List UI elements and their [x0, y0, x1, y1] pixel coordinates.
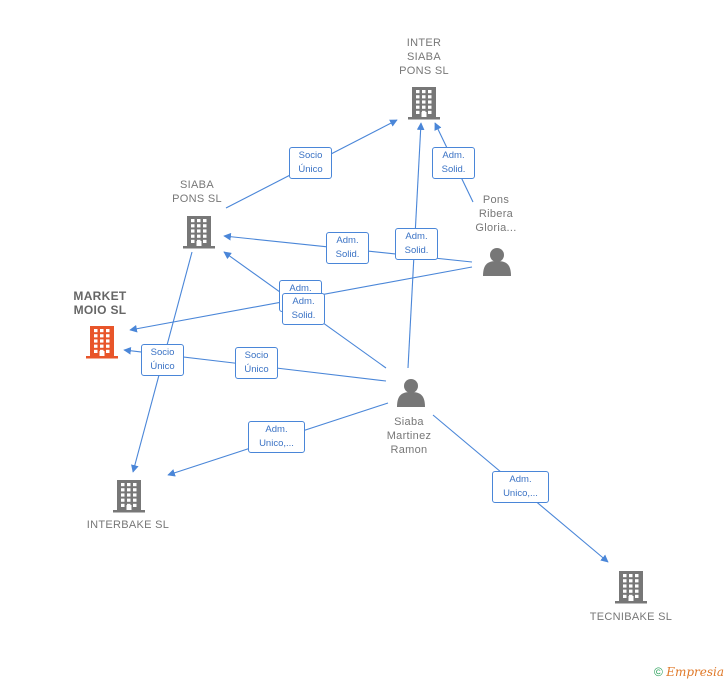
edge-label-adm-solid[interactable]: Adm. Solid. [326, 232, 369, 264]
building-icon [86, 326, 118, 359]
edge-label-socio-unico[interactable]: Socio Único [235, 347, 278, 379]
edge-label-socio-unico[interactable]: Socio Único [289, 147, 332, 179]
node-label-market-moio: MARKET MOIO SL [73, 289, 127, 317]
building-icon [183, 216, 215, 249]
node-label-tecnibake: TECNIBAKE SL [589, 611, 673, 623]
building-icon [408, 87, 440, 120]
edge-label-socio-unico[interactable]: Socio Único [141, 344, 184, 376]
edge-label-adm-solid[interactable]: Adm. Solid. [395, 228, 438, 260]
node-label-inter-siaba: INTER SIABA PONS SL [399, 37, 449, 77]
building-icon [615, 571, 647, 604]
person-icon [397, 379, 425, 407]
footer-credit: © Empresia [654, 665, 724, 679]
edge-label-adm-unico[interactable]: Adm. Unico,... [248, 421, 305, 453]
edge-label-adm-solid[interactable]: Adm. Solid. [432, 147, 475, 179]
edge-label-adm-unico[interactable]: Adm. Unico,... [492, 471, 549, 503]
copyright-icon: © [654, 665, 663, 679]
edge-label-adm-solid[interactable]: Adm. Solid. [282, 293, 325, 325]
node-label-pons-ribera: Pons Ribera Gloria... [475, 194, 517, 234]
node-label-interbake: INTERBAKE SL [86, 519, 170, 531]
node-label-siaba-martinez: Siaba Martinez Ramon [386, 416, 432, 456]
person-icon [483, 248, 511, 276]
building-icon [113, 480, 145, 513]
node-label-siaba-pons: SIABA PONS SL [172, 179, 222, 205]
brand-logo: Empresia [666, 665, 724, 679]
